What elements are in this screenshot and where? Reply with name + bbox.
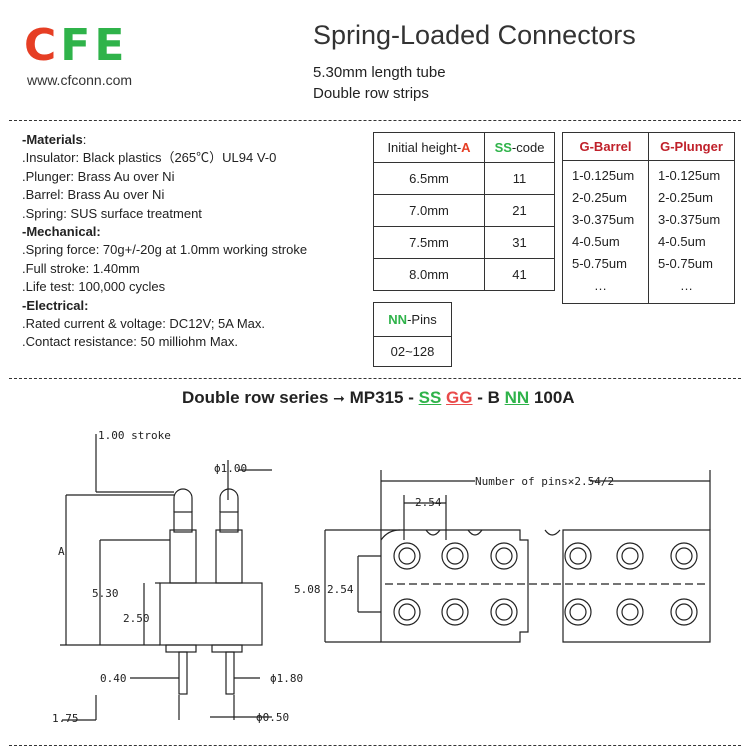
pin-hole xyxy=(446,547,464,565)
pin-hole xyxy=(495,603,513,621)
pin-hole xyxy=(569,603,587,621)
pin-hole xyxy=(490,542,518,570)
label-254b: 2.54 xyxy=(327,583,354,596)
pin-hole xyxy=(398,603,416,621)
label-stroke: 1.00 stroke xyxy=(98,429,171,442)
pin-hole xyxy=(398,547,416,565)
divider-top xyxy=(9,120,741,121)
pin-hole xyxy=(495,547,513,565)
mechanical-heading: -Mechanical: xyxy=(22,224,101,240)
page-title: Spring-Loaded Connectors xyxy=(313,20,636,50)
logo-fe: FE xyxy=(60,20,129,71)
pin-hole xyxy=(670,542,698,570)
spec-rated: .Rated current & voltage: DC12V; 5A Max. xyxy=(22,316,266,332)
website[interactable]: www.cfconn.com xyxy=(27,72,133,88)
materials-heading: -Materials xyxy=(22,132,83,147)
pin-hole xyxy=(393,542,421,570)
divider-bottom xyxy=(9,745,741,746)
pin-hole xyxy=(675,547,693,565)
spec-contact: .Contact resistance: 50 milliohm Max. xyxy=(22,334,239,350)
spec-stroke: .Full stroke: 1.40mm xyxy=(22,260,140,276)
pin-hole xyxy=(675,603,693,621)
spec-plunger: .Plunger: Brass Au over Ni xyxy=(22,168,175,184)
logo-c: C xyxy=(24,20,61,71)
pin-hole xyxy=(564,598,592,626)
pin-hole xyxy=(446,603,464,621)
spec-spring: .Spring: SUS surface treatment xyxy=(22,205,202,221)
label-508: 5.08 xyxy=(294,583,321,596)
pin-hole xyxy=(616,598,644,626)
divider-middle xyxy=(9,378,741,379)
pins-range: 02~128 xyxy=(373,336,452,367)
pin-hole xyxy=(670,598,698,626)
code-header: SS-code xyxy=(484,132,555,163)
spec-barrel: .Barrel: Brass Au over Ni xyxy=(22,187,165,203)
pin-hole xyxy=(441,542,469,570)
label-175: 1.75 xyxy=(52,712,79,725)
pins-table: NN-Pins 02~128 xyxy=(373,302,452,367)
spec-insulator: .Insulator: Black plastics（265℃）UL94 V-0 xyxy=(22,150,277,166)
pin-hole xyxy=(621,603,639,621)
spec-life: .Life test: 100,000 cycles xyxy=(22,279,166,295)
electrical-heading: -Electrical: xyxy=(22,297,89,313)
label-d050: ϕ0.50 xyxy=(256,711,289,724)
subtitle-strips: Double row strips xyxy=(313,85,429,102)
pin-hole xyxy=(490,598,518,626)
label-num-pins: Number of pins×2.54/2 xyxy=(475,475,614,488)
label-250: 2.50 xyxy=(123,612,150,625)
height-header: Initial height-A xyxy=(373,132,485,163)
pin-hole xyxy=(564,542,592,570)
logo: CFE xyxy=(24,20,128,71)
pin-hole xyxy=(569,547,587,565)
label-d100: ϕ1.00 xyxy=(214,462,247,475)
label-d180: ϕ1.80 xyxy=(270,672,303,685)
subtitle-tube: 5.30mm length tube xyxy=(313,64,446,81)
part-number-formula: Double row series ➞ MP315 - SS GG - B NN… xyxy=(182,388,575,407)
label-a: A xyxy=(58,545,65,558)
barrel-header: G-Barrel xyxy=(563,133,649,160)
label-040: 0.40 xyxy=(100,672,127,685)
label-530: 5.30 xyxy=(92,587,119,600)
specifications: -Materials: .Insulator: Black plastics（2… xyxy=(22,131,307,352)
label-pitch: 2.54 xyxy=(415,496,442,509)
pin-hole xyxy=(393,598,421,626)
plunger-header: G-Plunger xyxy=(660,139,723,154)
spec-force: .Spring force: 70g+/-20g at 1.0mm workin… xyxy=(22,242,308,258)
pin-hole xyxy=(621,547,639,565)
pin-hole xyxy=(616,542,644,570)
pin-hole xyxy=(441,598,469,626)
